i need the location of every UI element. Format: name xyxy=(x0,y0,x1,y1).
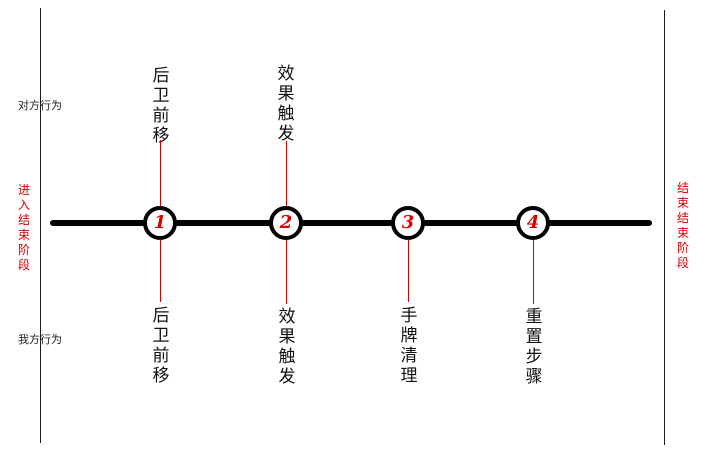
step-3-number: 3 xyxy=(401,212,415,233)
step-1-top-connector xyxy=(160,140,161,206)
timeline-bar xyxy=(50,220,652,226)
left-boundary-line xyxy=(40,8,41,443)
step-2-node: 2 xyxy=(269,206,303,240)
step-1-number: 1 xyxy=(153,212,167,233)
step-1-top-text: 后卫前移 xyxy=(152,66,170,146)
step-4-number: 4 xyxy=(526,212,540,233)
step-3-bottom-connector xyxy=(408,240,409,302)
self-action-label: 我方行为 xyxy=(18,333,62,346)
step-1-bottom-text: 后卫前移 xyxy=(152,306,170,386)
step-2-top-text: 效果触发 xyxy=(277,64,295,144)
step-3-node: 3 xyxy=(391,206,425,240)
step-1-node: 1 xyxy=(143,206,177,240)
step-4-node: 4 xyxy=(516,206,550,240)
step-1-bottom-connector xyxy=(160,240,161,302)
enter-end-phase-label: 进入结束阶段 xyxy=(17,183,30,272)
right-boundary-line xyxy=(664,10,665,445)
step-3-bottom-text: 手牌清理 xyxy=(400,306,418,386)
step-4-bottom-text: 重置步骤 xyxy=(525,307,543,387)
opponent-action-label: 对方行为 xyxy=(18,99,62,112)
step-2-bottom-text: 效果触发 xyxy=(278,307,296,387)
end-end-phase-label: 结束结束阶段 xyxy=(676,181,689,270)
step-2-number: 2 xyxy=(279,212,293,233)
step-4-bottom-connector xyxy=(533,240,534,304)
step-2-top-connector xyxy=(286,141,287,206)
step-2-bottom-connector xyxy=(286,240,287,304)
